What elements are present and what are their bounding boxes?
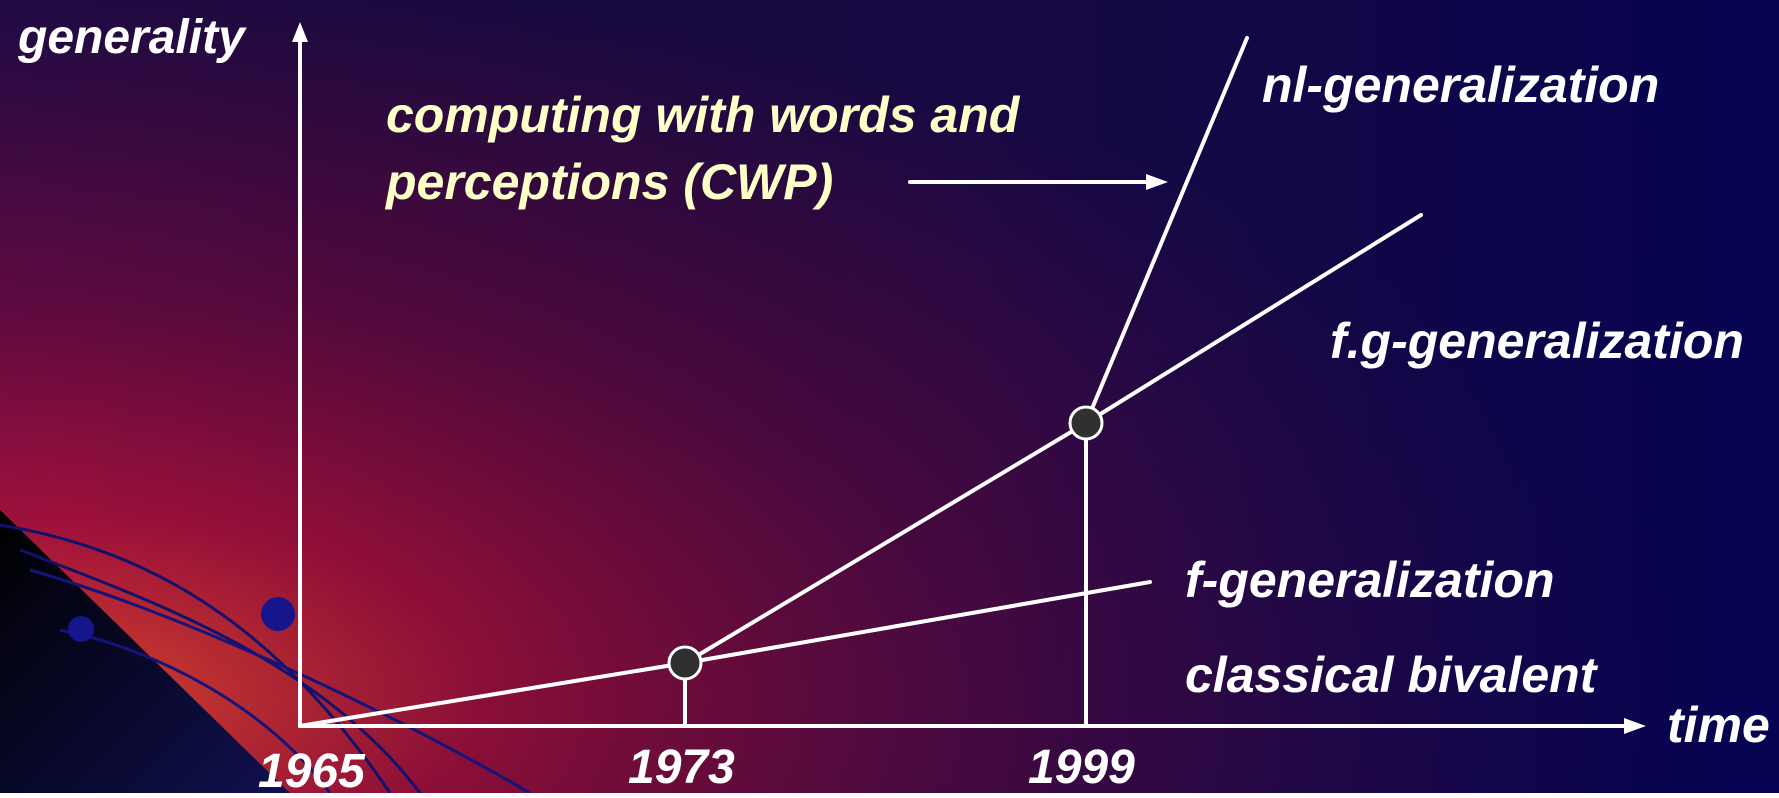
x-axis-arrowhead	[1624, 718, 1646, 734]
f-generalization-line	[683, 580, 1152, 665]
y-axis-label: generality	[18, 11, 245, 64]
f-generalization-label: f-generalization	[1185, 552, 1555, 608]
decorative-dark-corner	[0, 510, 290, 793]
y-axis-arrowhead	[292, 22, 308, 42]
x-axis-label: time	[1667, 697, 1770, 753]
classical-bivalent-label: classical bivalent	[1185, 647, 1597, 703]
nl-generalization-line	[1084, 36, 1249, 425]
decorative-curve	[29, 568, 531, 793]
nl-generalization-label: nl-generalization	[1262, 57, 1660, 113]
cwp-label-line2: perceptions (CWP)	[386, 154, 834, 210]
year-1965-label: 1965	[258, 745, 365, 798]
decorative-orb	[261, 597, 295, 631]
milestone-1999-dot	[1068, 405, 1104, 441]
year-1973-label: 1973	[628, 741, 735, 794]
decorative-curve	[19, 548, 422, 793]
fg-generalization-lower-line	[683, 421, 1088, 665]
fg-generalization-label: f.g-generalization	[1330, 313, 1744, 369]
year-1999-label: 1999	[1028, 741, 1135, 794]
cwp-arrowhead	[1146, 174, 1168, 190]
milestone-1973-dot	[667, 645, 703, 681]
decorative-orb	[68, 616, 94, 642]
decorative-curve	[59, 628, 332, 793]
cwp-label-line1: computing with words and	[386, 87, 1020, 143]
classical-f-line	[298, 661, 687, 728]
fg-generalization-upper-line	[1084, 213, 1423, 425]
